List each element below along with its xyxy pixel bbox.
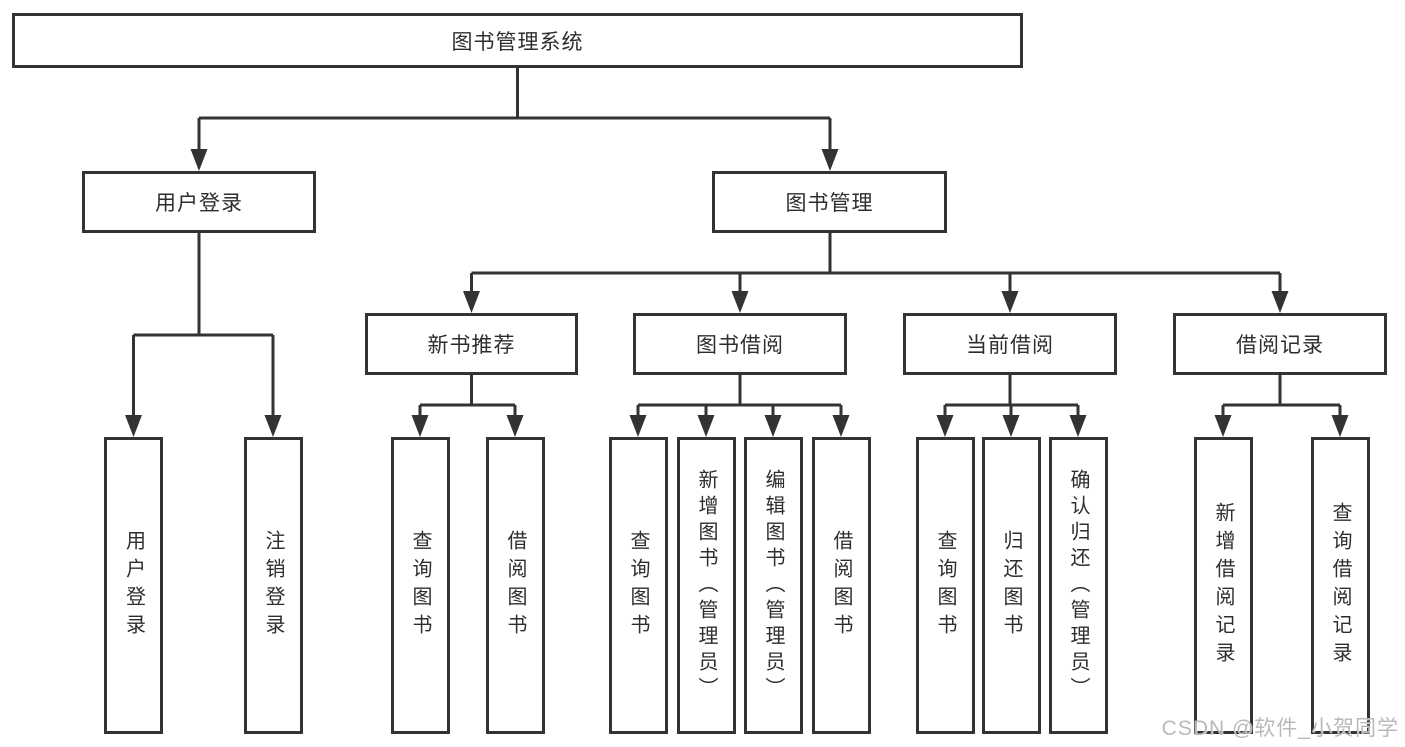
- node-cb-confirm-return-admin: 确认归还（管理员）: [1048, 437, 1108, 734]
- node-book-management: 图书管理: [712, 171, 947, 233]
- node-library-management-system: 图书管理系统: [12, 13, 1023, 68]
- node-label: 查询图书: [627, 529, 649, 642]
- node-label: 新增借阅记录: [1212, 501, 1234, 670]
- node-label: 图书管理: [785, 192, 874, 215]
- csdn-watermark: CSDN @软件_小贺同学: [1161, 717, 1399, 740]
- node-label: 借阅图书: [830, 529, 852, 642]
- node-new-book-recommendation: 新书推荐: [365, 313, 578, 375]
- node-user-login: 用户登录: [82, 171, 316, 233]
- node-br-add-record: 新增借阅记录: [1193, 437, 1253, 734]
- node-cb-query-books: 查询图书: [915, 437, 975, 734]
- node-label: 用户登录: [155, 192, 243, 215]
- node-cb-return-books: 归还图书: [981, 437, 1041, 734]
- node-label: 编辑图书（管理员）: [762, 468, 784, 703]
- node-label: 借阅记录: [1236, 334, 1324, 357]
- node-label: 当前借阅: [966, 334, 1054, 357]
- node-label: 查询借阅记录: [1329, 501, 1351, 670]
- node-bb-borrow-books: 借阅图书: [811, 437, 871, 734]
- node-label: 借阅图书: [504, 529, 526, 642]
- node-nbr-borrow-books: 借阅图书: [485, 437, 545, 734]
- node-login: 用户登录: [104, 437, 163, 734]
- node-borrowing-records: 借阅记录: [1173, 313, 1387, 375]
- node-label: 查询图书: [934, 529, 956, 642]
- node-label: 图书管理系统: [451, 30, 584, 54]
- node-label: 归还图书: [1000, 529, 1022, 642]
- node-bb-query-books: 查询图书: [608, 437, 668, 734]
- node-book-borrowing: 图书借阅: [633, 313, 847, 375]
- node-label: 查询图书: [409, 529, 431, 642]
- node-bb-edit-books-admin: 编辑图书（管理员）: [743, 437, 803, 734]
- node-br-query-record: 查询借阅记录: [1310, 437, 1370, 734]
- node-logout: 注销登录: [243, 437, 303, 734]
- arrowheads: [125, 149, 1349, 437]
- node-label: 用户登录: [122, 529, 145, 642]
- node-nbr-query-books: 查询图书: [390, 437, 450, 734]
- node-label: 确认归还（管理员）: [1067, 468, 1089, 703]
- node-label: 图书借阅: [696, 334, 784, 357]
- node-label: 注销登录: [262, 529, 284, 642]
- node-current-borrowing: 当前借阅: [903, 313, 1117, 375]
- node-label: 新书推荐: [427, 334, 516, 357]
- node-bb-add-books-admin: 新增图书（管理员）: [676, 437, 736, 734]
- node-label: 新增图书（管理员）: [695, 468, 717, 703]
